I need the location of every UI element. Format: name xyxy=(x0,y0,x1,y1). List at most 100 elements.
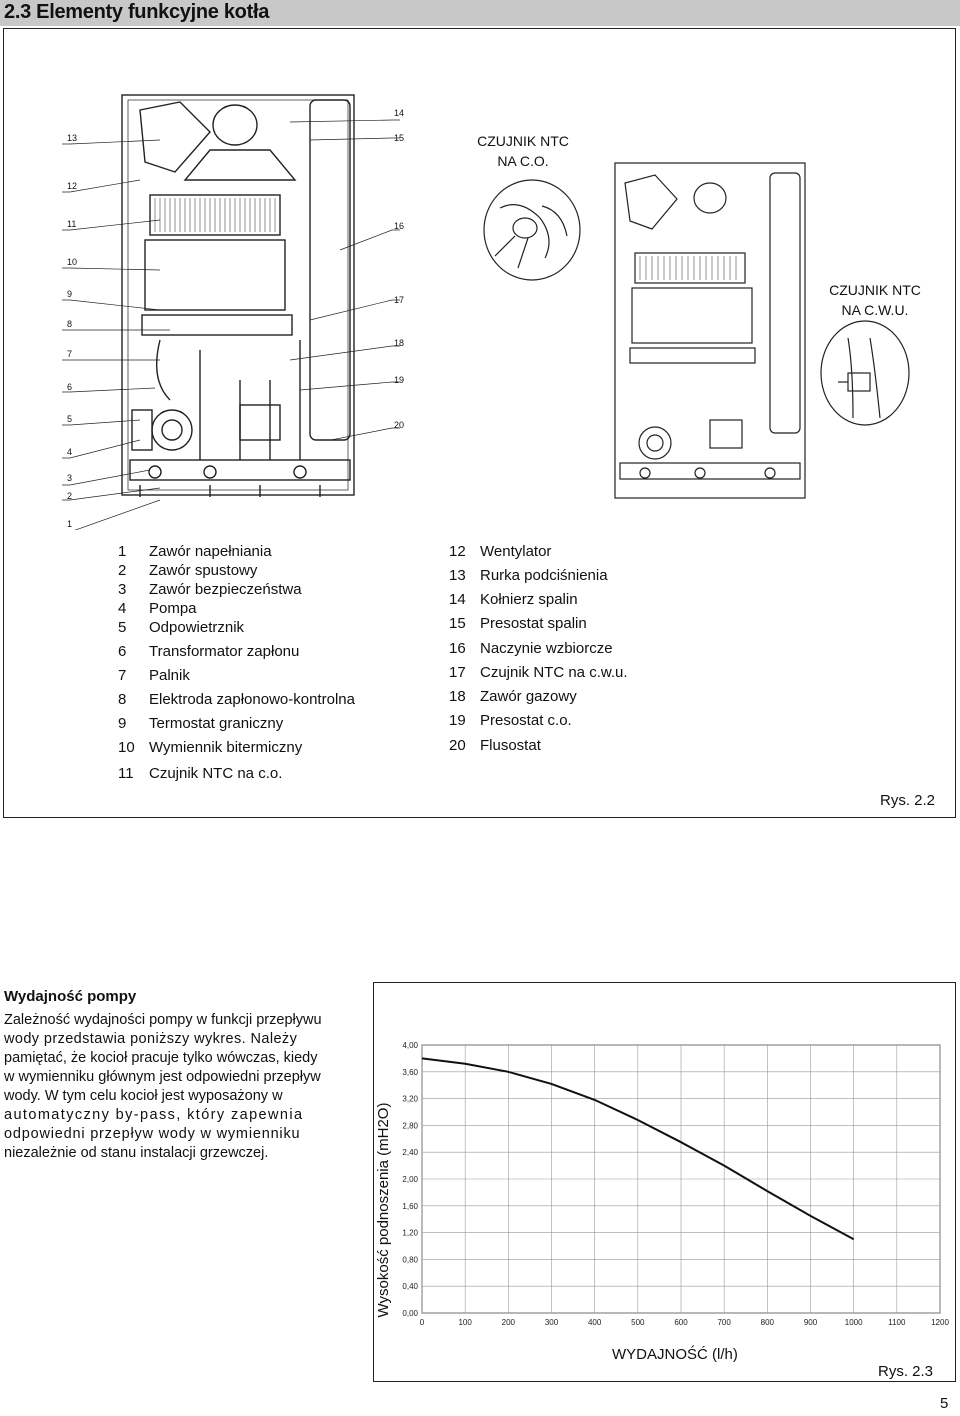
legend-text: Naczynie wzbiorcze xyxy=(480,640,613,657)
legend-item-5: 5 Odpowietrznik xyxy=(118,616,244,640)
y-tick-label: 2,00 xyxy=(402,1175,418,1184)
legend-num: 19 xyxy=(449,712,466,729)
legend-num: 15 xyxy=(449,615,466,632)
legend-text: Zawór napełniania xyxy=(149,543,272,560)
figure-caption-2-3: Rys. 2.3 xyxy=(878,1363,934,1380)
sensor-co-line2: NA C.O. xyxy=(497,153,549,169)
legend-text: Termostat graniczny xyxy=(149,715,284,732)
paragraph-line: automatyczny by-pass, który zapewnia xyxy=(4,1107,304,1123)
callout-11: 11 xyxy=(67,219,77,229)
legend-num: 1 xyxy=(118,543,127,560)
sensor-co-label: CZUJNIK NTC NA C.O. xyxy=(468,131,578,171)
x-tick-label: 500 xyxy=(631,1318,645,1327)
y-tick-label: 0,00 xyxy=(402,1309,418,1318)
x-tick-label: 300 xyxy=(545,1318,559,1327)
legend-item-2: 2 Zawór spustowy xyxy=(118,559,257,583)
callout-3: 3 xyxy=(67,473,73,483)
callout-14: 14 xyxy=(394,108,405,118)
pump-curve-line xyxy=(421,1057,855,1241)
callout-16: 16 xyxy=(394,221,405,231)
callout-lines-left xyxy=(62,139,170,530)
sensor-cwu-line2: NA C.W.U. xyxy=(841,302,909,318)
x-tick-label: 600 xyxy=(674,1318,688,1327)
callout-lines-right xyxy=(289,119,400,440)
paragraph-line: wody. W tym celu kocioł jest wyposażony … xyxy=(4,1088,283,1104)
callout-4: 4 xyxy=(67,447,73,457)
legend-text: Rurka podciśnienia xyxy=(480,567,608,584)
chart-xlabel: WYDAJNOŚĆ (l/h) xyxy=(612,1346,738,1363)
legend-text: Zawór spustowy xyxy=(149,562,258,579)
legend-text: Palnik xyxy=(149,667,190,684)
callout-17: 17 xyxy=(394,295,405,305)
legend-num: 3 xyxy=(118,581,127,598)
legend-text: Zawór bezpieczeństwa xyxy=(149,581,302,598)
legend-num: 5 xyxy=(118,619,127,636)
legend-item-16: 16 Naczynie wzbiorcze xyxy=(449,637,613,661)
chart-ylabel: Wysokość podnoszenia (mH2O) xyxy=(375,1102,392,1318)
legend-item-1: 1 Zawór napełniania xyxy=(118,540,272,564)
y-tick-label: 0,80 xyxy=(402,1255,418,1264)
legend-text: Zawór gazowy xyxy=(480,688,577,705)
x-tick-label: 0 xyxy=(420,1318,425,1327)
y-tick-label: 2,80 xyxy=(402,1121,418,1130)
legend-text: Czujnik NTC na c.o. xyxy=(149,765,283,782)
legend-text: Transformator zapłonu xyxy=(149,643,300,660)
legend-num: 14 xyxy=(449,591,466,608)
y-tick-label: 1,60 xyxy=(402,1202,418,1211)
legend-text: Pompa xyxy=(149,600,197,617)
callout-10: 10 xyxy=(67,257,78,267)
legend-num: 2 xyxy=(118,562,127,579)
callout-7: 7 xyxy=(67,349,73,359)
legend-text: Wentylator xyxy=(480,543,552,560)
paragraph-line: odpowiedni przepływ wody w wymienniku xyxy=(4,1126,301,1142)
legend-text: Czujnik NTC na c.w.u. xyxy=(480,664,628,681)
x-tick-label: 1000 xyxy=(845,1318,863,1327)
legend-text: Flusostat xyxy=(480,737,541,754)
legend-num: 7 xyxy=(118,667,127,684)
legend-num: 12 xyxy=(449,543,466,560)
paragraph-line: Zależność wydajności pompy w funkcji prz… xyxy=(4,1012,322,1028)
section-header-bar: 2.3 Elementy funkcyjne kotła xyxy=(0,0,960,26)
y-tick-label: 0,40 xyxy=(402,1282,418,1291)
x-tick-label: 900 xyxy=(804,1318,818,1327)
legend-num: 9 xyxy=(118,715,127,732)
y-tick-label: 3,20 xyxy=(402,1095,418,1104)
x-tick-label: 100 xyxy=(458,1318,472,1327)
legend-item-3: 3 Zawór bezpieczeństwa xyxy=(118,578,302,602)
legend-num: 16 xyxy=(449,640,466,657)
x-tick-label: 800 xyxy=(761,1318,775,1327)
legend-text: Presostat spalin xyxy=(480,615,587,632)
legend-left: 1 Zawór napełniania 2 Zawór spustowy 3 Zawó… xyxy=(118,540,418,790)
callout-5: 5 xyxy=(67,414,73,424)
legend-item-20: 20 Flusostat xyxy=(449,734,541,758)
x-tick-label: 200 xyxy=(502,1318,516,1327)
figure-caption-2-2: Rys. 2.2 xyxy=(880,792,936,809)
paragraph-line: pamiętać, że kocioł pracuje tylko wówcza… xyxy=(4,1050,318,1066)
y-tick-label: 4,00 xyxy=(402,1041,418,1050)
legend-num: 11 xyxy=(118,765,134,782)
legend-text: Elektroda zapłonowo-kontrolna xyxy=(149,691,355,708)
legend-text: Wymiennik bitermiczny xyxy=(149,739,303,756)
legend-num: 20 xyxy=(449,737,466,754)
sensor-cwu-detail-drawing xyxy=(820,320,910,426)
sensor-co-line1: CZUJNIK NTC xyxy=(477,133,569,149)
callout-18: 18 xyxy=(394,338,405,348)
figure-frame xyxy=(3,28,956,818)
callout-8: 8 xyxy=(67,319,73,329)
legend-text: Odpowietrznik xyxy=(149,619,245,636)
callout-19: 19 xyxy=(394,375,405,385)
callout-12: 12 xyxy=(67,181,78,191)
section-title: 2.3 Elementy funkcyjne kotła xyxy=(4,1,270,23)
sensor-co-detail-drawing xyxy=(483,179,581,281)
x-tick-label: 700 xyxy=(717,1318,731,1327)
callout-20: 20 xyxy=(394,420,405,430)
legend-num: 4 xyxy=(118,600,127,617)
